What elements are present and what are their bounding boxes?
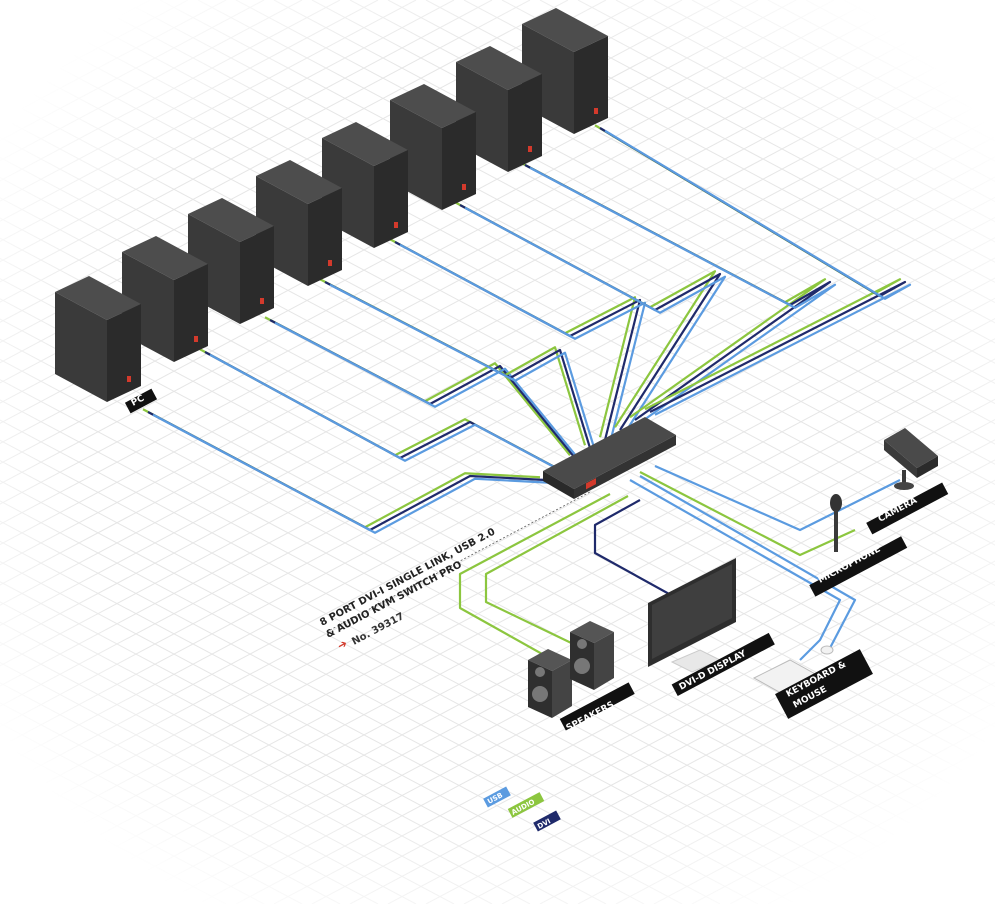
cable-usb-mouse	[639, 475, 857, 649]
cable-audio-speakers-2	[484, 495, 629, 653]
monitor-device	[648, 558, 736, 673]
cable-usb-camera	[654, 464, 901, 532]
cable-usb-pc6	[464, 206, 727, 434]
pc-tower-5	[322, 122, 408, 248]
legend-swatch-audio	[507, 792, 545, 818]
cable-layer	[142, 124, 912, 665]
cable-usb-pc7	[529, 166, 837, 424]
pc-tower-group	[55, 8, 608, 402]
legend: USB AUDIO DVI	[483, 786, 561, 832]
legend-swatch-usb	[483, 786, 511, 808]
label-pc: PC	[124, 388, 158, 414]
speakers-device	[528, 621, 614, 718]
mouse-icon	[820, 645, 834, 655]
cable-usb-pc8	[604, 129, 912, 416]
cable-dvi-display	[593, 499, 681, 601]
cable-usb-pc4	[329, 283, 597, 452]
cable-usb-pc3	[274, 321, 581, 462]
cable-usb-keyboard	[629, 479, 842, 661]
pc-tower-1	[55, 276, 141, 402]
legend-swatch-dvi	[533, 810, 561, 832]
camera-device	[884, 428, 938, 490]
cable-usb-pc5	[399, 243, 647, 444]
cable-usb-pc1	[152, 413, 551, 534]
microphone-device	[830, 494, 842, 552]
kvm-switch	[543, 417, 676, 499]
cable-usb-pc2	[209, 353, 566, 474]
cable-audio-speakers	[458, 493, 611, 665]
